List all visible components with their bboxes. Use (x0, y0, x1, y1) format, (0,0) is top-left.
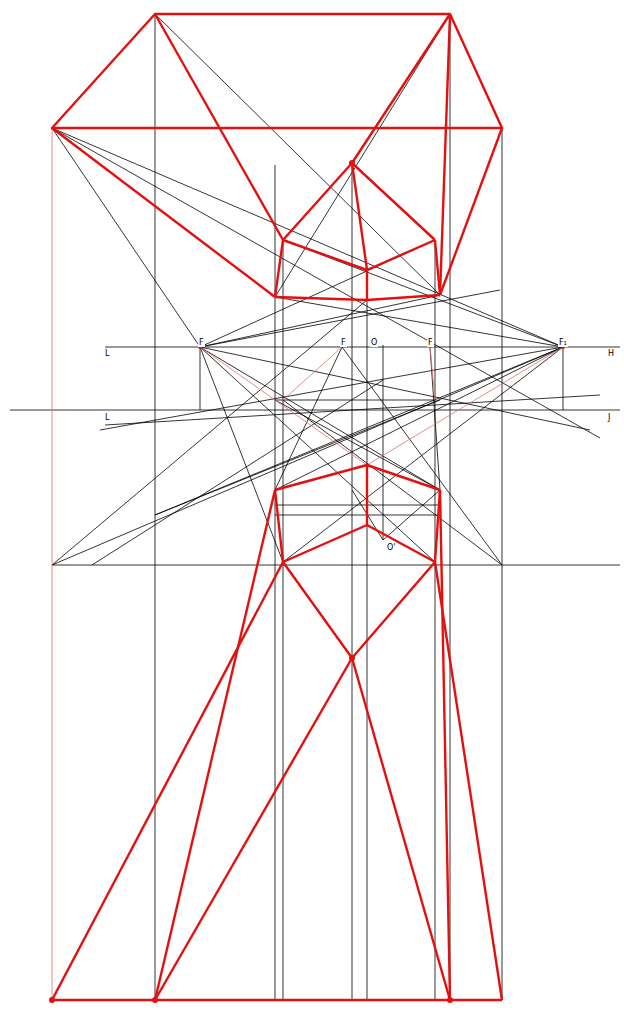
point-label: O' (386, 543, 397, 552)
point-label: F (427, 338, 434, 347)
point-label: L (104, 413, 110, 422)
point-label: O (370, 338, 378, 347)
point-label: L (104, 349, 110, 358)
point-label: J (607, 413, 611, 422)
point-label: F (198, 338, 205, 347)
point-label: F₁ (558, 338, 568, 347)
point-label: F (340, 338, 347, 347)
point-label: H (607, 349, 615, 358)
